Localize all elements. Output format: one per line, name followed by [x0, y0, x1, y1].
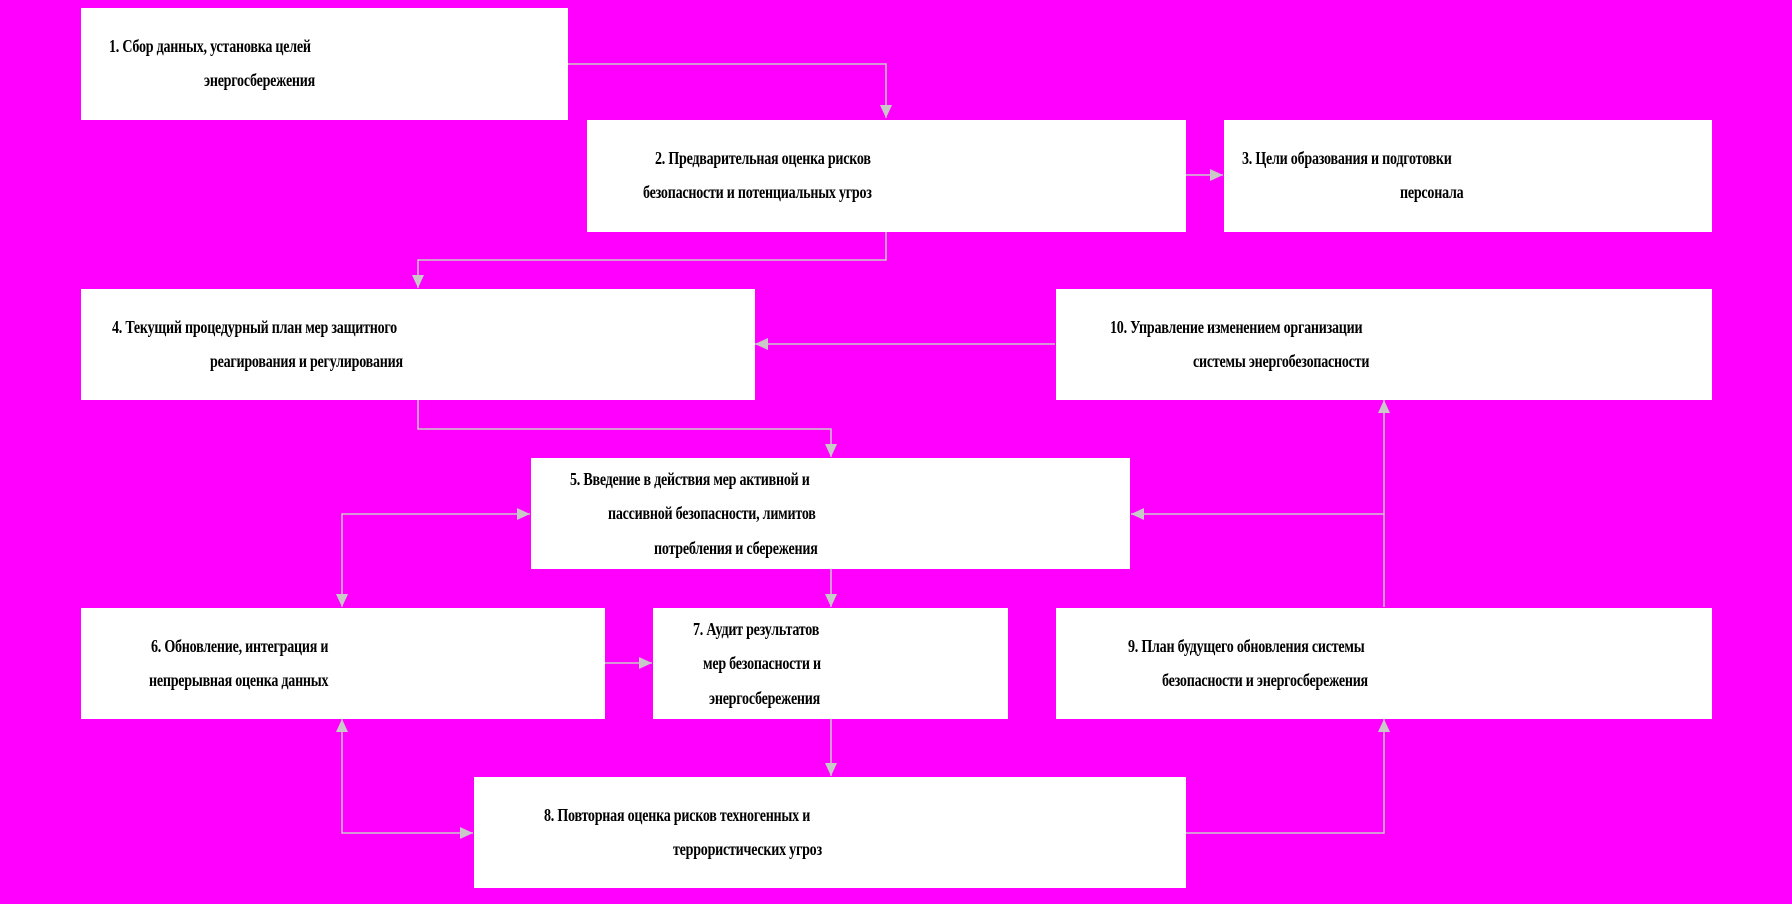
- step-3-line-1: 3. Цели образования и подготовки: [1242, 148, 1452, 168]
- step-5-line-3: потребления и сбережения: [654, 538, 818, 558]
- step-5-line-2: пассивной безопасности, лимитов: [608, 503, 816, 523]
- step-10-line-1: 10. Управление изменением организации: [1110, 317, 1363, 337]
- step-3-line-2: персонала: [1400, 182, 1464, 202]
- step-2-line-2: безопасности и потенциальных угроз: [643, 182, 872, 202]
- step-10-box: 10. Управление изменением организации си…: [1056, 289, 1712, 400]
- step-7-line-2: мер безопасности и: [703, 653, 821, 673]
- step-2-box: 2. Предварительная оценка рисков безопас…: [587, 120, 1186, 232]
- edge-n5-n6: [336, 508, 530, 607]
- step-1-line-2: энергосбережения: [204, 70, 316, 90]
- step-8-line-2: террористических угроз: [673, 839, 822, 859]
- step-5-box: 5. Введение в действия мер активной и па…: [531, 458, 1130, 569]
- step-4-line-1: 4. Текущий процедурный план мер защитног…: [112, 317, 397, 337]
- step-6-box: 6. Обновление, интеграция и непрерывная …: [81, 608, 605, 719]
- step-7-line-1: 7. Аудит результатов: [693, 619, 820, 639]
- edge-n2-n4: [412, 232, 887, 288]
- edge-n8-n9: [1186, 719, 1390, 834]
- step-7-box: 7. Аудит результатов мер безопасности и …: [653, 608, 1008, 719]
- edge-n6-n8: [336, 719, 473, 839]
- step-10-line-2: системы энергобезопасности: [1193, 351, 1370, 371]
- step-9-box: 9. План будущего обновления системы безо…: [1056, 608, 1712, 719]
- step-8-line-1: 8. Повторная оценка рисков техногенных и: [544, 805, 811, 825]
- step-2-line-1: 2. Предварительная оценка рисков: [655, 148, 871, 168]
- step-5-line-1: 5. Введение в действия мер активной и: [570, 469, 810, 489]
- step-4-line-2: реагирования и регулирования: [210, 351, 403, 371]
- step-7-line-3: энергосбережения: [709, 688, 821, 708]
- step-1-line-1: 1. Сбор данных, установка целей: [109, 36, 311, 56]
- step-3-box: 3. Цели образования и подготовки персона…: [1224, 120, 1712, 232]
- step-8-box: 8. Повторная оценка рисков техногенных и…: [474, 777, 1186, 888]
- step-9-line-1: 9. План будущего обновления системы: [1128, 636, 1365, 656]
- edge-n4-n5: [417, 400, 837, 457]
- step-9-line-2: безопасности и энергосбережения: [1162, 670, 1368, 690]
- edge-n1-n2: [568, 63, 892, 118]
- step-6-line-2: непрерывная оценка данных: [149, 670, 329, 690]
- step-4-box: 4. Текущий процедурный план мер защитног…: [81, 289, 755, 400]
- step-1-box: 1. Сбор данных, установка целей энергосб…: [81, 8, 568, 120]
- step-6-line-1: 6. Обновление, интеграция и: [151, 636, 329, 656]
